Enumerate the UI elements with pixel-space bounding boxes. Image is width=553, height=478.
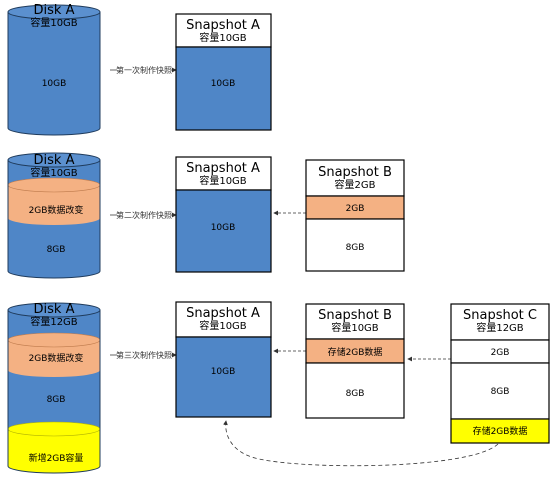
row3-snapb-seg2: 8GB <box>346 389 365 399</box>
row3-disk-title: Disk A <box>34 302 75 317</box>
row3-snapb-capacity: 容量10GB <box>331 321 378 334</box>
row3-snapa-title: Snapshot A <box>186 306 260 321</box>
row2-snapa-body: 10GB <box>211 223 236 233</box>
row3-snapc-seg3: 存储2GB数据 <box>473 425 528 437</box>
row3-disk-capacity: 容量12GB <box>30 315 77 328</box>
row3-snapc-capacity: 容量12GB <box>476 321 523 334</box>
row2-arrow: 第二次制作快照 <box>110 209 177 220</box>
row3-snapa-capacity: 容量10GB <box>199 319 246 332</box>
row2-arrow-label: 第二次制作快照 <box>116 210 172 220</box>
row1-snapa-body: 10GB <box>211 79 236 89</box>
row1-snapa-title: Snapshot A <box>186 18 260 33</box>
row2-disk-title: Disk A <box>34 153 75 168</box>
row3-disk-added: 新增2GB容量 <box>29 452 84 464</box>
row2-disk-changed: 2GB数据改变 <box>29 204 84 216</box>
row3-arrow-label: 第三次制作快照 <box>116 350 172 360</box>
row3-snapc-seg1: 2GB <box>491 348 510 358</box>
row1-disk-capacity: 容量10GB <box>30 16 77 29</box>
row2-snapb-capacity: 容量2GB <box>335 178 376 191</box>
row2-disk-remaining: 8GB <box>47 245 66 255</box>
row3-snapc-seg2: 8GB <box>491 387 510 397</box>
row2-disk-a: Disk A 容量10GB 2GB数据改变 8GB <box>7 152 101 279</box>
row2-snapb-seg1: 2GB <box>346 204 365 214</box>
row2-snapshot-a: Snapshot A 容量10GB 10GB <box>175 156 272 273</box>
row3-disk-a: Disk A 容量12GB 2GB数据改变 8GB 新增2GB容量 <box>7 302 101 474</box>
row1-snapa-capacity: 容量10GB <box>199 31 246 44</box>
row3-snapb-title: Snapshot B <box>318 308 392 323</box>
row3-disk-middle: 8GB <box>47 395 66 405</box>
row3-disk-changed: 2GB数据改变 <box>29 352 84 364</box>
row2-snapa-title: Snapshot A <box>186 161 260 176</box>
row1-disk-a: Disk A 容量10GB 10GB <box>7 3 101 136</box>
row2-disk-capacity: 容量10GB <box>30 166 77 179</box>
row1-arrow: 第一次制作快照 <box>110 64 177 75</box>
row3-snapb-seg1: 存储2GB数据 <box>328 346 383 358</box>
row2-snapshot-b: Snapshot B 容量2GB 2GB 8GB <box>305 159 405 272</box>
row3-arrow: 第三次制作快照 <box>110 349 177 360</box>
row1-arrow-label: 第一次制作快照 <box>116 65 172 75</box>
row1-disk-title: Disk A <box>34 3 75 18</box>
row2-snapb-seg2: 8GB <box>346 243 365 253</box>
row1-snapshot-a: Snapshot A 容量10GB 10GB <box>175 13 272 131</box>
row1-disk-body: 10GB <box>42 79 67 89</box>
row3-snapa-body: 10GB <box>211 367 236 377</box>
row3-snapshot-c: Snapshot C 容量12GB 2GB 8GB 存储2GB数据 <box>450 303 550 444</box>
row3-snapshot-b: Snapshot B 容量10GB 存储2GB数据 8GB <box>305 303 405 419</box>
row2-snapb-title: Snapshot B <box>318 165 392 180</box>
row2-snapa-capacity: 容量10GB <box>199 174 246 187</box>
row3-snapshot-a: Snapshot A 容量10GB 10GB <box>175 301 272 418</box>
row3-snapc-title: Snapshot C <box>463 308 537 323</box>
